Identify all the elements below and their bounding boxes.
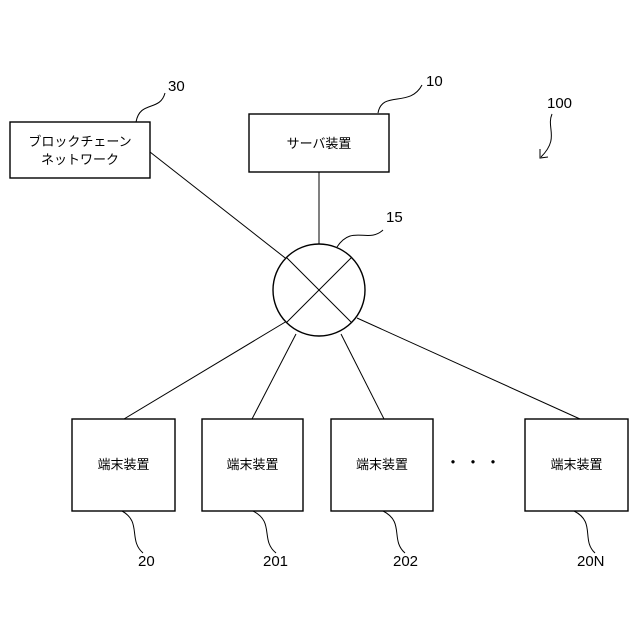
blockchain-network-label-line1: ブロックチェーン bbox=[28, 134, 131, 150]
blockchain-network-node: ブロックチェーン ネットワーク bbox=[10, 122, 150, 178]
terminal-ref-20n: 20N bbox=[577, 553, 605, 570]
server-ref-leader bbox=[378, 85, 422, 113]
terminal-label-202: 端末装置 bbox=[356, 458, 408, 473]
blockchain-network-box bbox=[10, 122, 150, 178]
link-hub-terminal-201 bbox=[252, 334, 296, 419]
link-hub-terminal-20 bbox=[124, 321, 287, 419]
link-hub-terminal-202 bbox=[341, 334, 384, 419]
terminal-device-20n: 端末装置 bbox=[525, 419, 628, 511]
figure-ref-arrow-line bbox=[541, 114, 552, 157]
terminal-ref-202: 202 bbox=[393, 553, 418, 570]
terminal-ref-leader-20 bbox=[122, 511, 143, 553]
hub-ref-leader bbox=[337, 230, 383, 247]
blockchain-ref-leader bbox=[136, 93, 165, 122]
hub-ref-number: 15 bbox=[386, 209, 403, 226]
network-hub bbox=[273, 244, 365, 336]
figure-ref-number: 100 bbox=[547, 95, 572, 112]
terminal-device-201: 端末装置 bbox=[202, 419, 303, 511]
terminal-device-202: 端末装置 bbox=[331, 419, 433, 511]
blockchain-ref-number: 30 bbox=[168, 78, 185, 95]
terminal-ref-leader-202 bbox=[383, 511, 405, 553]
terminal-label-20n: 端末装置 bbox=[550, 458, 602, 473]
server-ref-number: 10 bbox=[426, 73, 443, 90]
terminal-ref-leader-201 bbox=[253, 511, 276, 553]
terminal-label-20: 端末装置 bbox=[97, 458, 149, 473]
terminal-ref-20: 20 bbox=[138, 553, 155, 570]
link-hub-terminal-20n bbox=[357, 318, 580, 419]
server-device-label: サーバ装置 bbox=[287, 137, 352, 152]
blockchain-network-label-line2: ネットワーク bbox=[41, 153, 119, 168]
terminal-label-201: 端末装置 bbox=[226, 458, 278, 473]
more-terminals-ellipsis: ・・・ bbox=[445, 453, 505, 472]
terminal-ref-leader-20n bbox=[574, 511, 595, 553]
terminal-ref-201: 201 bbox=[263, 553, 288, 570]
terminal-device-20: 端末装置 bbox=[72, 419, 175, 511]
server-device-node: サーバ装置 bbox=[249, 114, 389, 172]
